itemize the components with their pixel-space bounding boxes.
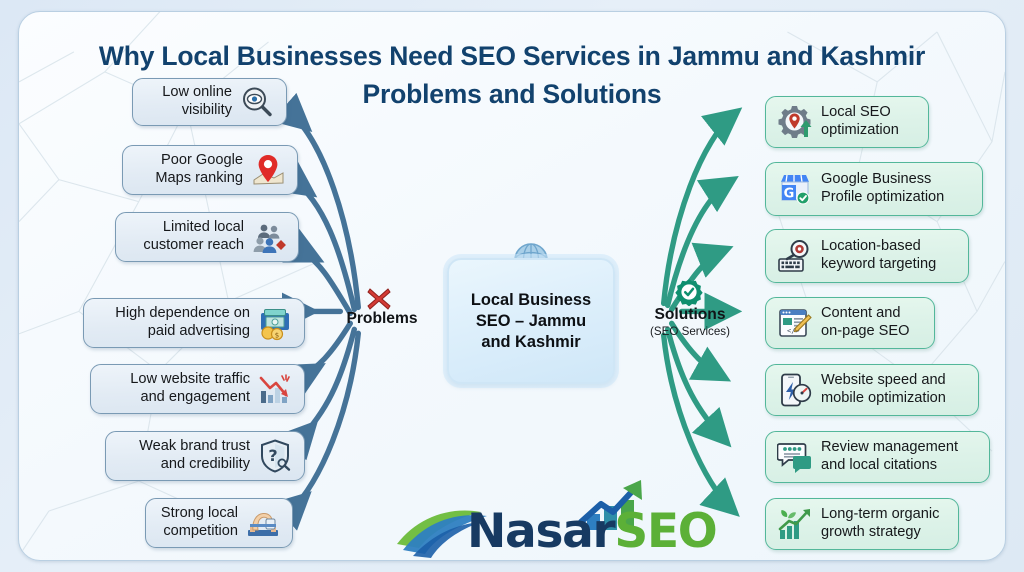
solution-node-1[interactable]: Local SEO optimization [765,96,929,148]
problems-label-title: Problems [346,310,418,327]
green-check-badge-icon [675,279,703,306]
solution-node-5[interactable]: Website speed and mobile optimization [765,364,979,416]
red-cross-icon [367,288,391,310]
gear-pin-icon [776,103,814,141]
page-title: Why Local Businesses Need SEO Services i… [19,38,1005,113]
problems-label: Problems [327,310,437,328]
svg-text:G: G [784,187,795,202]
nasarseo-logo-icon [397,480,642,558]
solution-node-2[interactable]: G Google Business Profile optimization [765,162,983,216]
problem-node-2-label: Poor Google Maps ranking [155,152,243,186]
problem-node-6-label: Weak brand trust and credibility [139,438,250,472]
problem-node-3-label: Limited local customer reach [143,219,244,253]
growth-chart-plant-icon [776,505,814,543]
problem-node-5[interactable]: Low website traffic and engagement [90,364,305,414]
problem-node-7[interactable]: Strong local competition [145,498,293,548]
solution-node-3[interactable]: Location-based keyword targeting [765,229,969,283]
people-group-icon [250,218,288,256]
document-pencil-icon: </> [776,304,814,342]
infographic-card: Why Local Businesses Need SEO Services i… [18,11,1006,561]
arm-wrestling-icon [244,504,282,542]
svg-text:$: $ [275,332,279,340]
logo-text-seo: SEO [614,504,717,559]
solution-node-3-label: Location-based keyword targeting [821,238,937,272]
solution-node-4-label: Content and on-page SEO [821,305,910,339]
keyboard-magnifier-icon [776,237,814,275]
center-hub-label: Local Business SEO – Jammu and Kashmir [470,290,592,351]
problem-node-4-label: High dependence on paid advertising [115,305,250,339]
solution-node-7[interactable]: Long-term organic growth strategy [765,498,959,550]
solution-node-5-label: Website speed and mobile optimization [821,372,946,406]
map-pin-icon [249,151,287,189]
solution-node-2-label: Google Business Profile optimization [821,171,945,205]
center-hub[interactable]: Local Business SEO – Jammu and Kashmir [447,258,615,384]
title-line-1: Why Local Businesses Need SEO Services i… [98,41,926,71]
problem-node-1-label: Low online visibility [162,84,232,118]
problem-node-3[interactable]: Limited local customer reach [115,212,299,262]
solutions-label-subtitle: (SEO Services) [650,325,730,338]
title-line-2: Problems and Solutions [362,78,662,109]
solution-node-6[interactable]: Review management and local citations [765,431,990,483]
solutions-label-title: Solutions [654,306,726,323]
chat-review-icon [776,438,814,476]
mobile-speed-icon [776,371,814,409]
problem-node-5-label: Low website traffic and engagement [130,371,250,405]
problem-node-1[interactable]: Low online visibility [132,78,287,126]
magnifier-eye-icon [238,83,276,121]
storefront-check-icon: G [776,170,814,208]
logo-text-nasar: Nasar [467,504,616,559]
declining-chart-icon [256,370,294,408]
svg-text:?: ? [268,446,277,465]
nasarseo-logo: NasarSEO [395,478,718,560]
solution-node-7-label: Long-term organic growth strategy [821,506,940,540]
shield-question-icon: ? [256,437,294,475]
svg-text:</>: </> [787,327,800,335]
solutions-label: Solutions (SEO Services) [631,306,749,338]
problem-node-6[interactable]: Weak brand trust and credibility ? [105,431,305,481]
problem-node-7-label: Strong local competition [160,505,238,539]
money-cash-icon: $ [256,304,294,342]
solution-node-1-label: Local SEO optimization [821,104,899,138]
problem-node-2[interactable]: Poor Google Maps ranking [122,145,298,195]
problem-node-4[interactable]: High dependence on paid advertising $ [83,298,305,348]
solution-node-4[interactable]: </> Content and on-page SEO [765,297,935,349]
solution-node-6-label: Review management and local citations [821,439,959,473]
